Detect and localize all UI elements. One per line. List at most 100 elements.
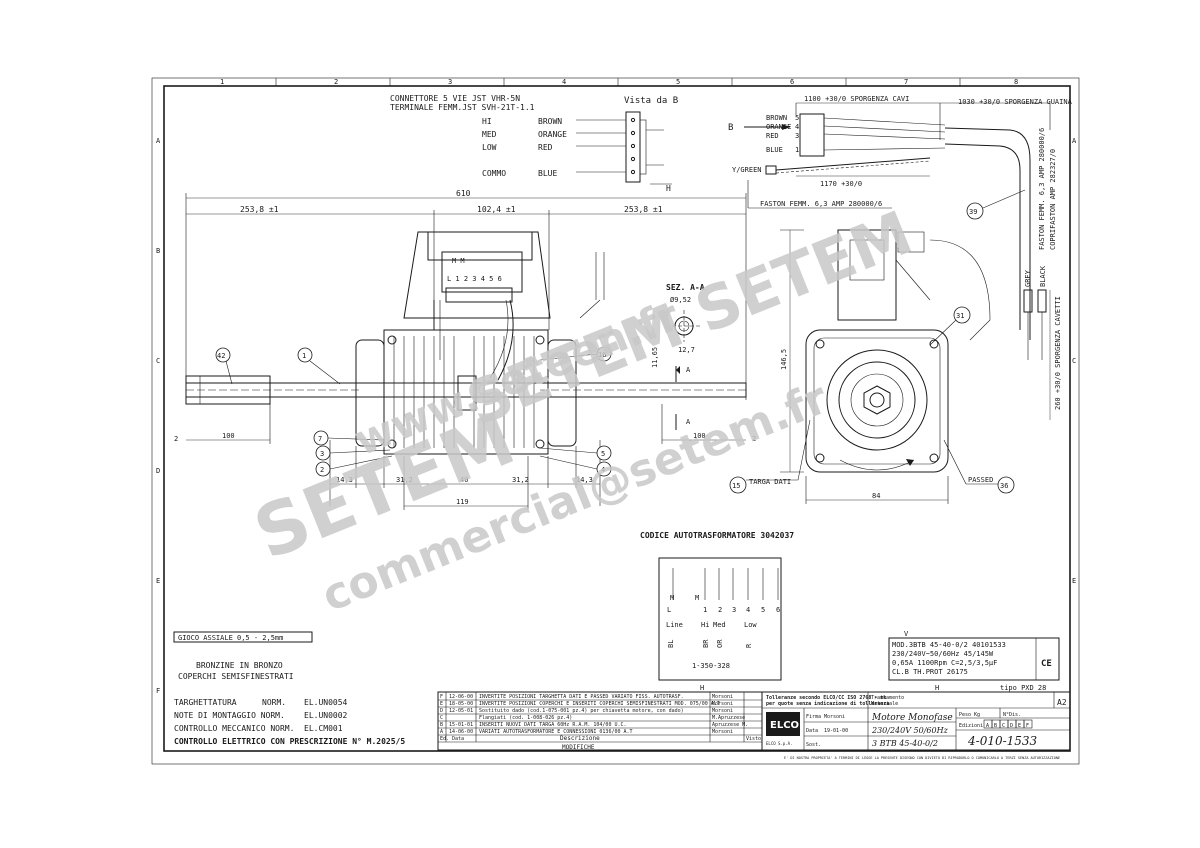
dim-diameter-9: Ø9,52	[670, 296, 691, 304]
data-value: 19-01-00	[824, 728, 848, 734]
nameplate-line-2: 230/240V~50/60Hz 45/145W	[892, 650, 994, 658]
transformer-m-right: M	[695, 594, 699, 602]
dim-119: 119	[456, 498, 469, 506]
meccanico-label: CONTROLLO MECCANICO NORM.	[174, 724, 294, 733]
wire-code-med: MED	[482, 130, 497, 139]
edizione-d: D	[1010, 723, 1013, 729]
view-label: Vista da B	[624, 96, 678, 106]
grid-col-4: 4	[562, 78, 566, 86]
length-1170-label: 1170 +30/0	[820, 180, 862, 188]
grid-col-1: 1	[220, 78, 224, 86]
cable-blue-label: BLUE	[766, 146, 783, 154]
rev-header-visto: Visto	[746, 736, 761, 742]
function-low: Low	[744, 621, 757, 629]
color-r: R	[745, 643, 753, 648]
yellow-green-label: Y/GREEN	[732, 166, 762, 174]
wire-color-orange: ORANGE	[538, 130, 567, 139]
dim-84: 84	[872, 492, 880, 500]
drawing-subtitle: 230/240V 50/60Hz	[871, 726, 949, 735]
edizioni-label: Edizioni	[959, 723, 983, 729]
materiale-label: Materiale	[871, 701, 898, 707]
data-label: Data	[806, 728, 818, 734]
rev-text: VARIATI AUTOTRASFORMATORE E CONNESSIONI …	[479, 729, 633, 735]
rev-date: 18-05-00	[449, 701, 473, 707]
elettrico-label: CONTROLLO ELETTRICO CON PRESCRIZIONE N° …	[174, 737, 405, 746]
dim-610: 610	[456, 189, 471, 198]
connector-line1: CONNETTORE 5 VIE JST VHR-5N	[390, 94, 520, 103]
section-a-mark-bottom: A	[686, 418, 691, 426]
watermark-setem-mid: SETEM SETEM	[457, 198, 921, 440]
rev-who: Apruzzese M.	[712, 722, 748, 728]
callout-39: 39	[969, 208, 977, 216]
rev-who: Morsoni	[712, 701, 733, 707]
motor-front-view: 146,5 84 15 TARGA DATI 31 36 PASSED	[729, 229, 1015, 504]
black-wire-label: BLACK	[1039, 265, 1047, 287]
edizione-c: C	[1002, 723, 1005, 729]
autotransformer-diagram: CODICE AUTOTRASFORMATORE 3042037 M M L 1…	[640, 531, 794, 692]
connector-line2: TERMINALE FEMM.JST SVH-21T-1.1	[390, 103, 535, 112]
wire-code-low: LOW	[482, 143, 497, 152]
nameplate-v-mark: V	[904, 630, 909, 638]
rev-header-modifiche: MODIFICHE	[562, 744, 595, 751]
grid-row-d: D	[156, 467, 160, 475]
pin-2: 2	[718, 606, 722, 614]
pin-4: 4	[746, 606, 750, 614]
rev-ed: E	[440, 701, 443, 707]
color-bl: BL	[667, 640, 675, 648]
callout-15: 15	[732, 482, 740, 490]
callout-42: 42	[217, 352, 225, 360]
nameplate-line-1: MOD.3BTB 45-40-0/2 40101533	[892, 641, 1006, 649]
grid-row-e: E	[156, 577, 160, 585]
dim-31-left: 31,2	[396, 476, 413, 484]
dim-253-left: 253,8 ±1	[240, 205, 279, 214]
grid-row-e-right: E	[1072, 577, 1076, 585]
trattamento-label: Trattamento	[871, 695, 904, 701]
sheet-outer-border	[151, 77, 1080, 765]
sporgenza-cavetti-label: 260 +30/0 SPORGENZA CAVETTI	[1054, 296, 1062, 410]
n-dis-label: N°Dis.	[1003, 712, 1021, 718]
rev-header-data: Data	[452, 736, 464, 742]
connector-h-mark: H	[666, 184, 671, 193]
nameplate-line-3: 0,65A 1100Rpm C=2,5/3,5µF	[892, 659, 997, 667]
rev-date: 12-05-01	[449, 708, 473, 714]
drawing-model: 3 BTB 45-40-0/2	[872, 739, 938, 748]
tolleranze-2: per quote senza indicazione di tolleranz…	[766, 701, 889, 707]
rev-text: Flangiati (cod. 1-008-026 pz.4)	[479, 715, 572, 721]
grid-col-8: 8	[1014, 78, 1018, 86]
cable-orange-label: ORANGE	[766, 123, 791, 131]
dim-12-7: 12,7	[678, 346, 695, 354]
cable-red-label: RED	[766, 132, 779, 140]
firma-label: Firma	[806, 714, 821, 720]
ownership-footer: E' DI NOSTRA PROPRIETA' A TERMINI DI LEG…	[784, 756, 1060, 760]
ce-mark-icon: CE	[1041, 659, 1052, 669]
dim-253-right: 253,8 ±1	[624, 205, 663, 214]
pin-5: 5	[761, 606, 765, 614]
nameplate-h-mark: H	[935, 684, 939, 692]
tolleranze-1: Tolleranze secondo ELCO/CC ISO 2768 - mk	[766, 695, 886, 701]
function-line: Line	[666, 621, 683, 629]
dim-146-5: 146,5	[780, 349, 788, 370]
rev-ed: C	[440, 715, 443, 721]
bronzine-note-1: BRONZINE IN BRONZO	[196, 661, 283, 670]
grid-col-3: 3	[448, 78, 452, 86]
sheet-inner-border	[163, 85, 1071, 752]
callout-1: 1	[302, 352, 306, 360]
montaggio-value: EL.UN0002	[304, 711, 348, 720]
wire-color-blue: BLUE	[538, 169, 557, 178]
montaggio-label: NOTE DI MONTAGGIO NORM.	[174, 711, 285, 720]
dim-11-65: 11,65	[651, 347, 659, 368]
rev-date: 12-06-00	[449, 694, 473, 700]
grid-row-c-right: C	[1072, 357, 1076, 365]
rev-ed: F	[440, 694, 443, 700]
pin-6: 6	[776, 606, 780, 614]
rev-who: Morsoni	[712, 708, 733, 714]
dim-100-left: 100	[222, 432, 235, 440]
dim-14-right: 14,3	[576, 476, 593, 484]
nameplate-tipo: tipo PXD 28	[1000, 684, 1046, 692]
targhettatura-norm: NORM.	[262, 698, 286, 707]
rev-who: M.Apruzzese	[712, 715, 745, 721]
callout-3: 3	[320, 450, 324, 458]
rev-text: Sostituito dado (cod.1-075-001 pz.4) per…	[479, 708, 684, 714]
section-a-a: SEZ. A-A Ø9,52 11,65 12,7 A A	[651, 283, 705, 430]
